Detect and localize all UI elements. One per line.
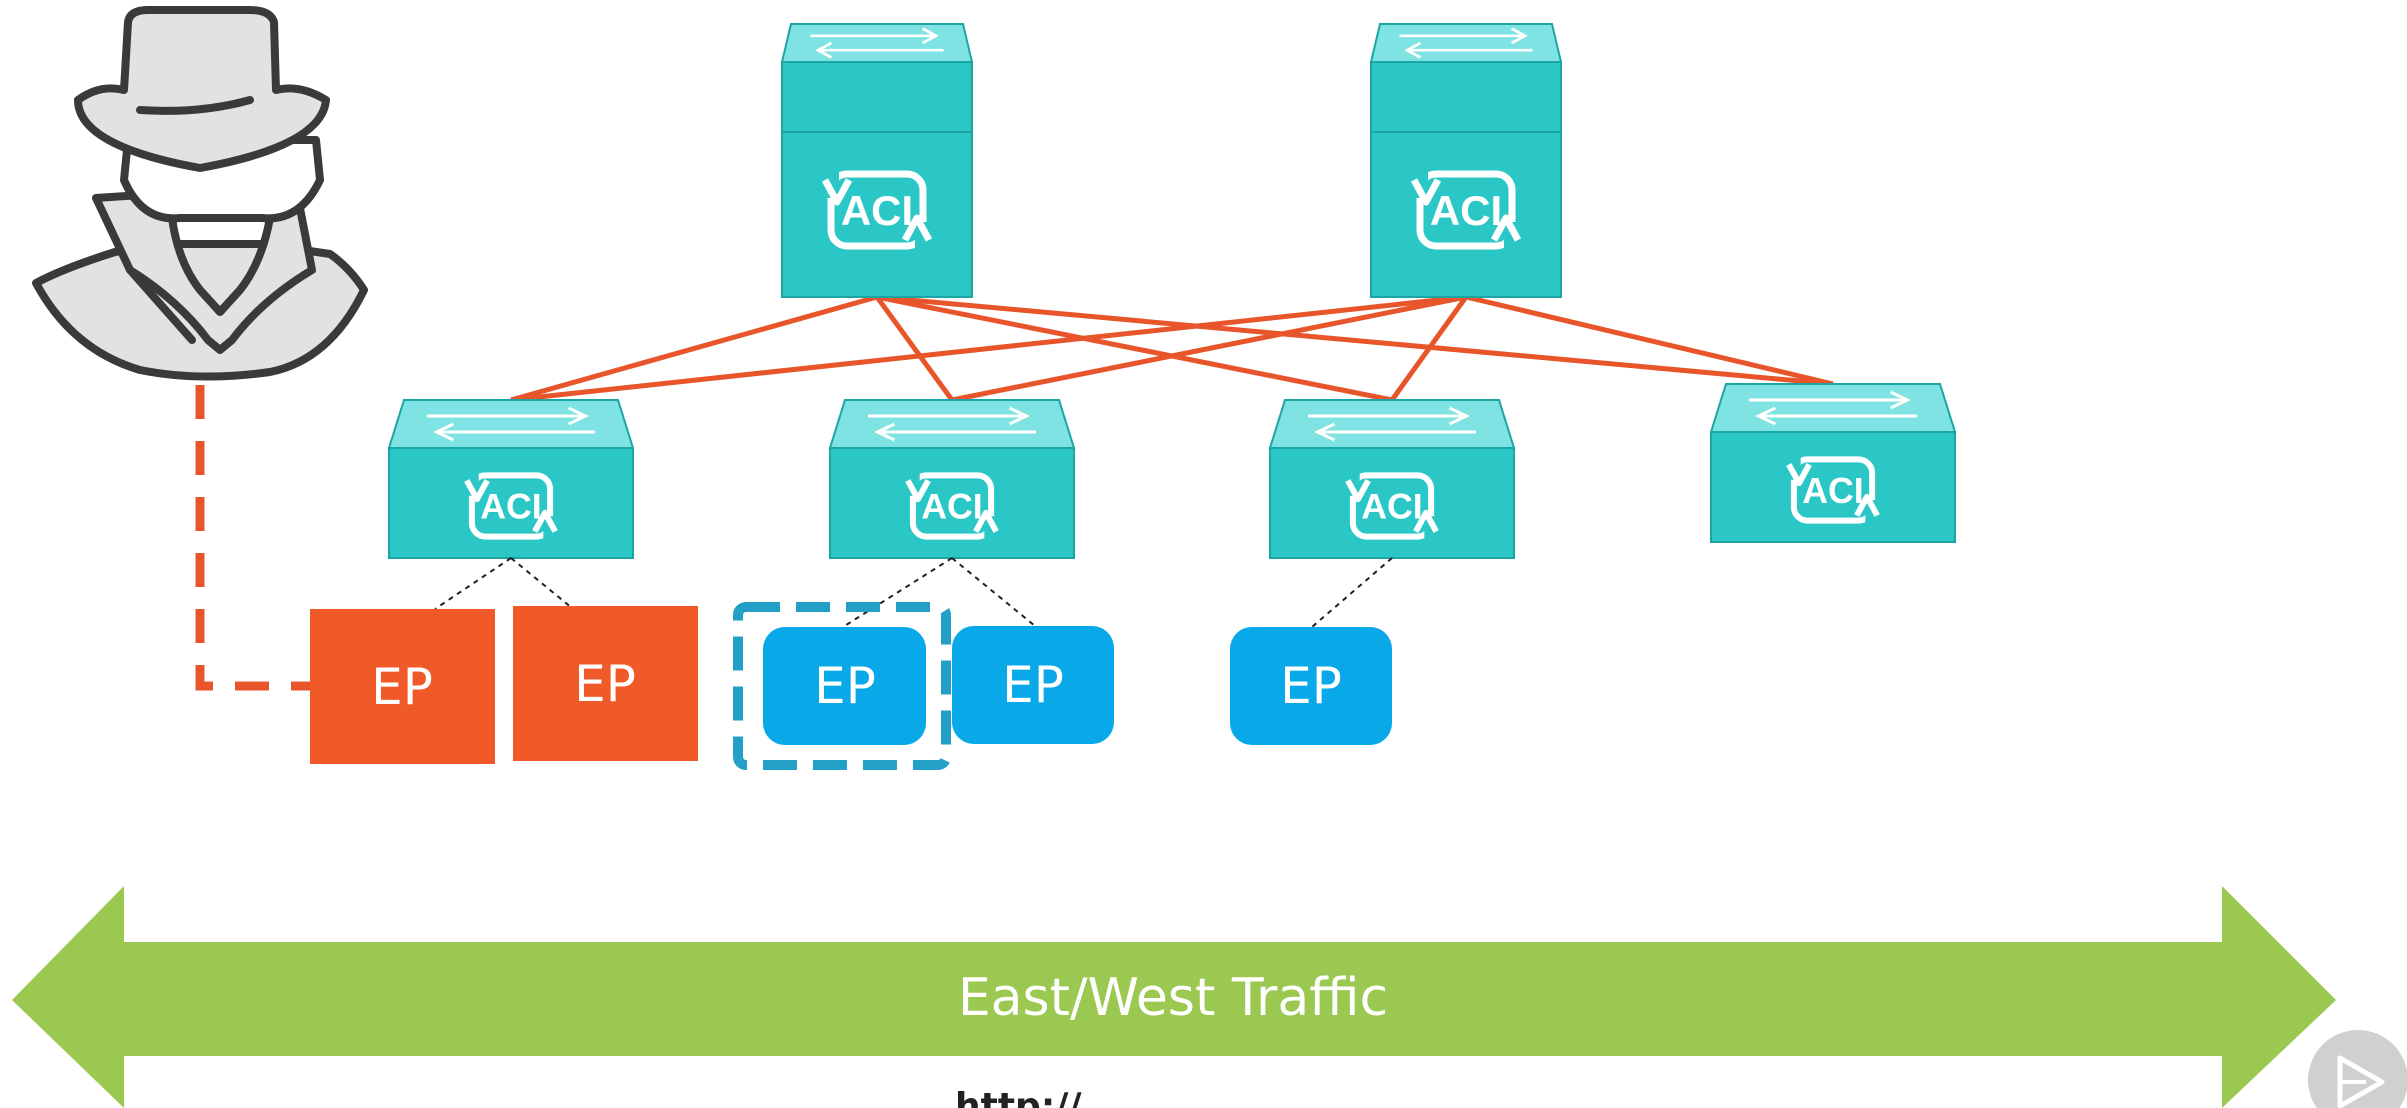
endpoint-2[interactable]: EP — [952, 626, 1114, 744]
aci-icon: ACI — [458, 470, 563, 541]
attack-path — [195, 385, 312, 691]
switch-label: ACI — [1361, 487, 1422, 527]
link-spine1-leaf1 — [510, 294, 878, 403]
traffic-label: East/West Traffic — [958, 968, 1388, 1028]
switch-label: ACI — [841, 187, 913, 234]
aci-icon: ACI — [1780, 454, 1885, 525]
leaf-switch-2[interactable]: ACI — [828, 399, 1076, 559]
leaf-switch-1[interactable]: ACI — [387, 399, 635, 559]
link-spine2-leaf3 — [1389, 295, 1469, 402]
endpoint-1[interactable]: EP — [763, 627, 926, 745]
leaf-switch-4[interactable]: ACI — [1709, 383, 1957, 543]
endpoint-3[interactable]: EP — [1230, 627, 1392, 745]
link-spine1-leaf4 — [876, 294, 1834, 387]
partial-url-text: http://... — [955, 1086, 1123, 1108]
endpoint-label: EP — [1002, 656, 1064, 714]
endpoint-compromised-1[interactable]: EP — [310, 609, 495, 764]
spine-switch-1[interactable]: ACI — [780, 23, 974, 298]
endpoint-label: EP — [1280, 657, 1342, 715]
endpoint-links — [434, 557, 1393, 628]
quarantine-boundary — [733, 602, 951, 770]
link-spine1-leaf2 — [874, 295, 955, 402]
fabric-links — [510, 294, 1834, 403]
link-spine2-leaf1 — [510, 294, 1467, 403]
endpoint-compromised-2[interactable]: EP — [513, 606, 698, 761]
aci-icon: ACI — [815, 168, 939, 252]
aci-icon: ACI — [1404, 168, 1528, 252]
switch-label: ACI — [480, 487, 541, 527]
endpoint-label: EP — [371, 658, 433, 716]
switch-label: ACI — [1802, 471, 1863, 511]
spine-switch-2[interactable]: ACI — [1369, 23, 1563, 298]
link-spine1-leaf3 — [876, 294, 1393, 403]
link-spine2-leaf2 — [951, 294, 1467, 403]
link-spine2-leaf4 — [1465, 294, 1834, 387]
switch-label: ACI — [1430, 187, 1502, 234]
east-west-traffic-arrow: East/West Traffic — [12, 886, 2336, 1108]
endpoint-label: EP — [574, 655, 636, 713]
endpoint-label: EP — [814, 657, 876, 715]
aci-icon: ACI — [1339, 470, 1444, 541]
switch-label: ACI — [921, 487, 982, 527]
leaf-switch-3[interactable]: ACI — [1268, 399, 1516, 559]
aci-icon: ACI — [899, 470, 1004, 541]
play-icon[interactable] — [2308, 1030, 2407, 1108]
attacker-icon — [32, 6, 368, 381]
